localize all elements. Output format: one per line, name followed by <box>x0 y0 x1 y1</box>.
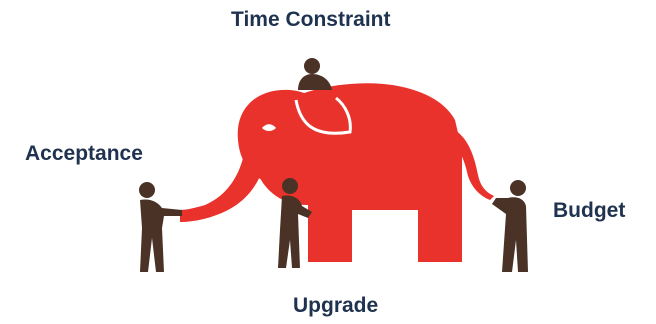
elephant-ear <box>294 96 352 135</box>
label-time-constraint: Time Constraint <box>231 8 391 31</box>
person-top <box>298 58 332 90</box>
person-left <box>139 182 182 272</box>
elephant-trunk <box>180 150 268 222</box>
elephant <box>180 83 494 262</box>
elephant-eye <box>262 124 276 131</box>
label-budget: Budget <box>553 199 626 222</box>
label-acceptance: Acceptance <box>25 142 143 165</box>
person-middle <box>278 178 312 268</box>
person-right <box>492 180 528 272</box>
label-upgrade: Upgrade <box>293 294 379 317</box>
elephant-tail <box>450 130 494 200</box>
